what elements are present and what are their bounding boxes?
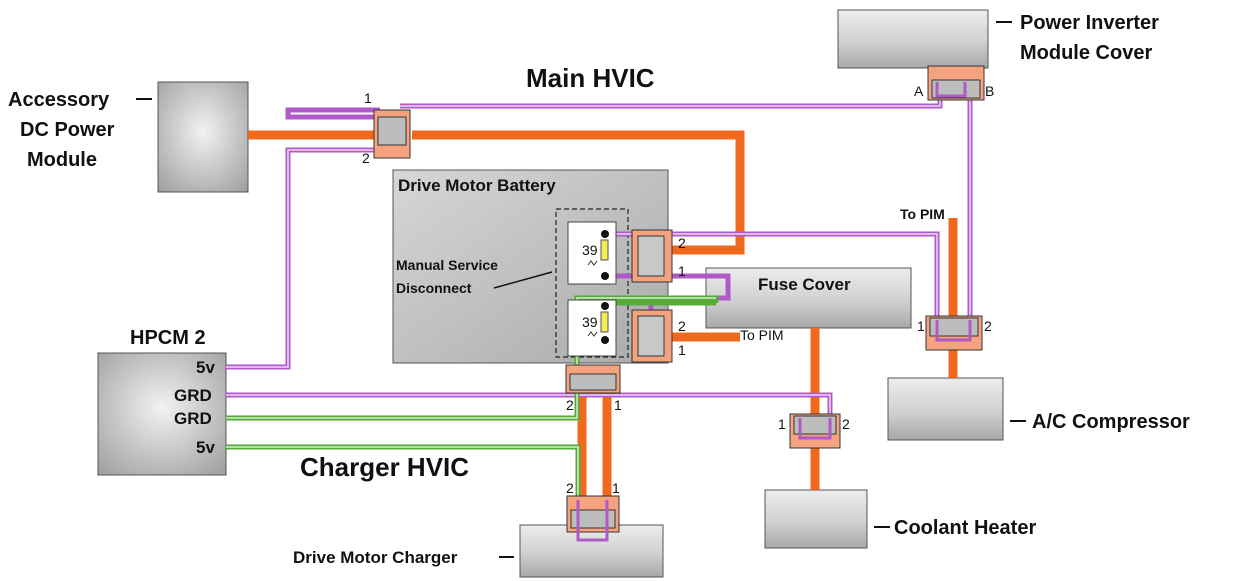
connectors bbox=[373, 65, 985, 533]
ac-compressor-box bbox=[887, 377, 1004, 441]
accessory-label-line2: DC Power bbox=[20, 119, 115, 141]
to-pim-label-right: To PIM bbox=[900, 206, 945, 222]
pin-charger-hvic-2: 2 bbox=[566, 397, 574, 413]
resistor-value-top: 39 bbox=[582, 242, 598, 258]
pin-battery-top-2: 2 bbox=[678, 235, 686, 251]
manual-service-label-line1: Manual Service bbox=[396, 257, 498, 273]
hvil-purple-cores bbox=[226, 98, 971, 414]
hv-cables bbox=[248, 68, 965, 500]
charger-hvic-title: Charger HVIC bbox=[300, 452, 469, 482]
drive-motor-charger-label: Drive Motor Charger bbox=[293, 548, 458, 567]
pin-accessory-1: 1 bbox=[364, 90, 372, 106]
accessory-label-line1: Accessory bbox=[8, 89, 110, 111]
hv-cable-main bbox=[412, 130, 745, 255]
hvil-accessory-to-5v bbox=[226, 147, 380, 370]
hvil-loop-top bbox=[285, 107, 391, 120]
ac-compressor-label: A/C Compressor bbox=[1032, 411, 1190, 433]
pin-battery-top-1: 1 bbox=[678, 263, 686, 279]
fuse-cover-label: Fuse Cover bbox=[758, 275, 851, 294]
pin-inverter-b: B bbox=[985, 83, 994, 99]
msd-resistor-packs bbox=[567, 221, 617, 357]
coolant-heater-label: Coolant Heater bbox=[894, 517, 1036, 539]
main-hvic-title: Main HVIC bbox=[526, 63, 655, 93]
hpcm-pin-5v-bottom: 5v bbox=[196, 438, 215, 457]
pin-coolant-2: 2 bbox=[842, 416, 850, 432]
hpcm-pin-grd-2: GRD bbox=[174, 409, 212, 428]
drive-motor-battery-label: Drive Motor Battery bbox=[398, 176, 556, 195]
accessory-dc-power-module-box bbox=[157, 81, 249, 193]
pin-ac-1: 1 bbox=[917, 318, 925, 334]
pin-inverter-a: A bbox=[914, 83, 924, 99]
to-pim-label-fuse: To PIM bbox=[740, 327, 784, 343]
drive-motor-battery-box bbox=[392, 169, 669, 364]
pin-battery-bottom-2: 2 bbox=[678, 318, 686, 334]
drive-motor-charger-box bbox=[519, 524, 664, 578]
pin-charger-hvic-1: 1 bbox=[614, 397, 622, 413]
manual-service-label-line2: Disconnect bbox=[396, 280, 472, 296]
pin-charger-1: 1 bbox=[612, 480, 620, 496]
hpcm2-label: HPCM 2 bbox=[130, 327, 206, 349]
hpcm2-box bbox=[97, 352, 227, 476]
fuse-cover-box bbox=[705, 267, 912, 329]
hpcm-pin-5v-top: 5v bbox=[196, 358, 215, 377]
pin-accessory-2: 2 bbox=[362, 150, 370, 166]
hvil-top-to-inverter bbox=[400, 98, 943, 109]
manual-service-disconnect-outline bbox=[555, 208, 629, 358]
power-inverter-label-line1: Power Inverter bbox=[1020, 12, 1159, 34]
power-inverter-module-box bbox=[837, 9, 989, 69]
coolant-heater-box bbox=[764, 489, 868, 549]
resistor-value-bottom: 39 bbox=[582, 314, 598, 330]
pin-battery-bottom-1: 1 bbox=[678, 342, 686, 358]
power-inverter-label-line2: Module Cover bbox=[1020, 42, 1152, 64]
pin-coolant-1: 1 bbox=[778, 416, 786, 432]
accessory-label-line3: Module bbox=[27, 149, 97, 171]
hvil-grd bbox=[226, 392, 833, 414]
pin-charger-2: 2 bbox=[566, 480, 574, 496]
hpcm-pin-grd-1: GRD bbox=[174, 386, 212, 405]
pin-ac-2: 2 bbox=[984, 318, 992, 334]
